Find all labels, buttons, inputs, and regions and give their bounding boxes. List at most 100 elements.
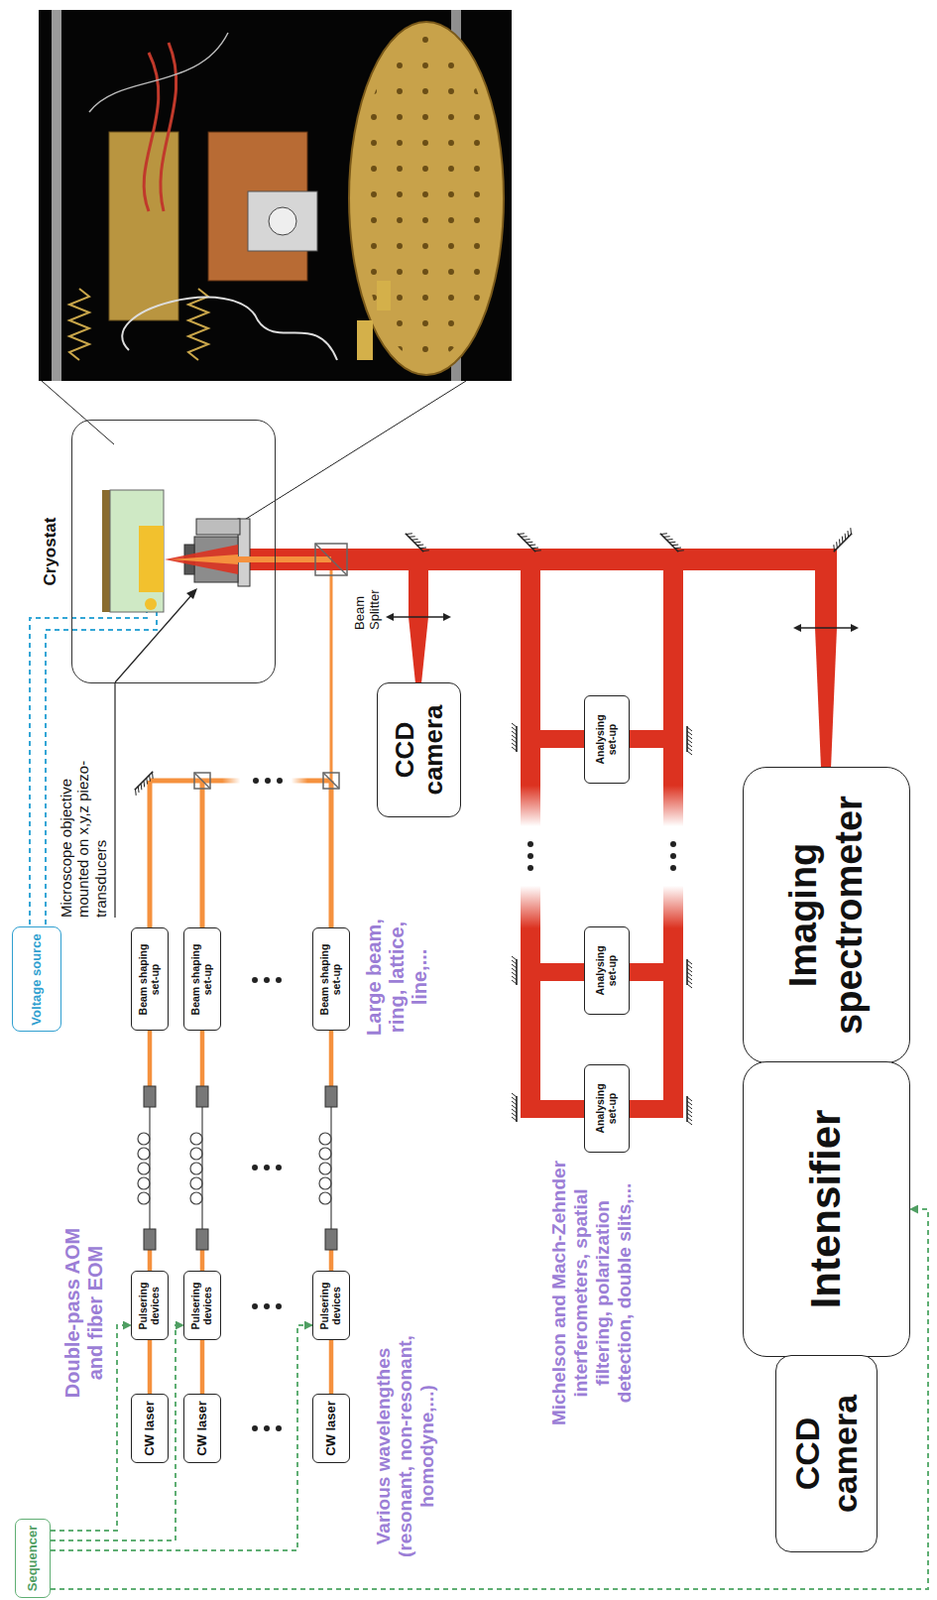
box-label: Pulsering devices [137,1278,161,1334]
cryostat-photo [349,21,504,375]
microscope-objective [164,544,238,575]
sample [102,489,164,612]
optical-fiber [190,1132,203,1204]
microscope-objective [170,554,238,565]
cryostat-photo [188,288,209,360]
ellipsis-dots [251,976,258,983]
cryostat-photo [358,34,494,362]
ellipsis-dots [275,1424,282,1431]
leader-line [115,593,193,683]
cryostat-photo [109,131,179,321]
ellipsis-dots [263,1424,270,1431]
red-beam [237,548,837,571]
box-label: Beam shaping set-up [319,935,343,1025]
lens-symbol [793,623,859,632]
mirror-symbol [517,529,542,554]
ellipsis-dots [263,1164,270,1171]
beam-shaping-box: Beam shaping set-up [312,928,351,1032]
optical-fiber [190,1176,203,1189]
cryostat-photo [268,207,297,235]
optical-fiber [137,1147,150,1160]
ellipsis-dots [276,777,283,784]
ellipsis-dots [275,1302,282,1309]
optical-fiber [325,1228,338,1250]
analysing-box: Analysing set-up [584,926,630,1015]
box-label: CW laser [142,1400,157,1456]
cryostat-photo [51,9,62,381]
optical-fiber [137,1191,150,1204]
box-label: Sequencer [25,1524,40,1591]
photo-leader-line [41,380,115,445]
cryostat-photo [143,52,159,212]
box-label: Imaging spectrometer [781,773,872,1056]
optical-fiber [190,1191,203,1204]
ellipsis-dots [251,1424,258,1431]
optical-fiber [196,1228,209,1250]
ellipsis-dots [527,864,534,871]
optical-fiber [319,1191,332,1204]
orange-beam [200,780,206,929]
cryostat-photo [121,297,338,360]
ellipsis-dots [251,1302,258,1309]
box-label: Intensifier [803,1109,849,1309]
leader-line [115,587,198,918]
leader-line [186,587,198,599]
box-label: Voltage source [29,933,44,1025]
camera-box: CCD camera [376,682,462,818]
box-label: Analysing set-up [594,936,618,1006]
beam-shaping-box: Beam shaping set-up [183,928,222,1032]
sequencer-box: Sequencer [14,1518,51,1598]
box-label: Beam shaping set-up [190,935,214,1025]
optical-fiber [319,1132,332,1145]
voltage-wire [29,604,147,934]
cryostat-photo [376,280,391,311]
ellipsis-dots [275,976,282,983]
microscope-objective [237,556,332,563]
cryostat-photo [356,320,373,360]
intensifier-box: Intensifier [742,1060,911,1357]
voltage-source-box: Voltage source [11,927,62,1033]
mirror-symbol [511,955,517,985]
ellipsis-dots [670,852,677,859]
analysing-box: Analysing set-up [584,1063,630,1153]
laser-beam [147,1339,153,1394]
cryostat-photo [89,32,229,113]
ellipsis-dots [527,840,534,847]
ellipsis-dots [670,840,677,847]
beam-splitter [315,543,348,576]
box-label: CW laser [195,1400,210,1456]
spectrometer-box: Imaging spectrometer [742,766,911,1063]
laser-box: CW laser [130,1393,169,1463]
optical-fiber [325,1085,338,1107]
mirror-symbol [132,771,157,796]
optical-fiber [137,1085,338,1250]
ellipsis-dots [527,852,534,859]
box-label: Analysing set-up [594,704,618,775]
analysing-box: Analysing set-up [584,695,630,784]
ellipsis-dots [252,777,259,784]
mirror-symbol [829,527,854,552]
box-heading: Cryostat [41,420,61,683]
red-beam [520,548,541,1118]
mirror-symbol [687,1095,693,1125]
microscope-objective [164,518,332,586]
lens-symbol [385,612,859,632]
annotation-label: Michelson and Mach-Zehnder interferomete… [548,1156,635,1429]
beam-splitter [194,772,211,789]
mirror-symbol [405,529,430,554]
red-beam [408,616,429,684]
annotation-label: Various wavelengthes (resonant, non-reso… [372,1311,439,1580]
optical-fiber [319,1147,332,1160]
ellipsis-dots [275,1164,282,1171]
optical-fiber [137,1162,150,1174]
ellipsis-dots [264,777,271,784]
box-label: CCD camera [789,1361,864,1545]
box-label: CW laser [324,1400,339,1456]
box-label: CCD camera [390,689,448,811]
mirror-symbol [511,1092,517,1122]
lens-symbol [385,612,452,621]
beam-splitter [323,772,340,789]
red-beam [815,627,837,769]
photo-leader-line [242,380,467,521]
